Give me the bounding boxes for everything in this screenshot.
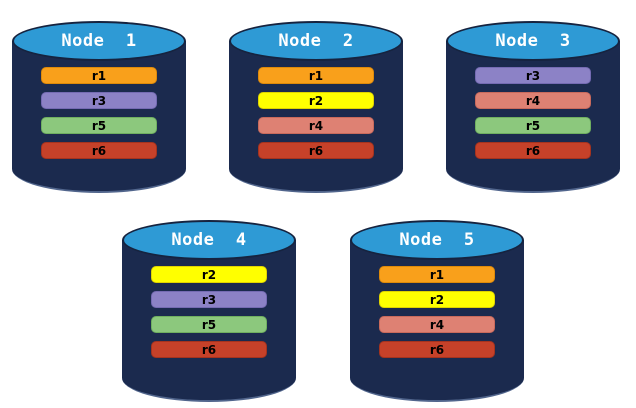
replica-label: r3 (201, 292, 217, 307)
replica-bar-r4: r4 (475, 92, 591, 109)
replica-bar-r4: r4 (258, 117, 374, 134)
node-title: Node 5 (399, 230, 475, 250)
replica-bar-r6: r6 (258, 142, 374, 159)
replica-label: r5 (525, 118, 541, 133)
replica-label: r6 (308, 143, 324, 158)
replica-label: r1 (308, 68, 324, 83)
replica-label: r4 (429, 317, 445, 332)
replica-label: r1 (91, 68, 107, 83)
replica-list: r3 r4 r5 r6 (475, 67, 591, 159)
node-title: Node 2 (278, 31, 354, 51)
replica-label: r5 (91, 118, 107, 133)
replica-bar-r5: r5 (41, 117, 157, 134)
replica-bar-r3: r3 (475, 67, 591, 84)
replica-label: r6 (91, 143, 107, 158)
replica-bar-r6: r6 (151, 341, 267, 358)
database-cylinder-top: Node 4 (122, 220, 296, 260)
replica-label: r1 (429, 267, 445, 282)
replica-bar-r2: r2 (258, 92, 374, 109)
database-node-5: Node 5 r1 r2 r4 r6 (350, 220, 524, 402)
replica-bar-r2: r2 (151, 266, 267, 283)
replica-bar-r4: r4 (379, 316, 495, 333)
database-cylinder-top: Node 3 (446, 21, 620, 61)
replica-bar-r1: r1 (379, 266, 495, 283)
replica-bar-r6: r6 (379, 341, 495, 358)
database-node-1: Node 1 r1 r3 r5 r6 (12, 21, 186, 193)
replica-list: r2 r3 r5 r6 (151, 266, 267, 358)
replica-bar-r5: r5 (475, 117, 591, 134)
replica-label: r3 (525, 68, 541, 83)
replica-bar-r2: r2 (379, 291, 495, 308)
replica-list: r1 r2 r4 r6 (379, 266, 495, 358)
database-node-2: Node 2 r1 r2 r4 r6 (229, 21, 403, 193)
replica-label: r4 (308, 118, 324, 133)
database-node-4: Node 4 r2 r3 r5 r6 (122, 220, 296, 402)
database-node-3: Node 3 r3 r4 r5 r6 (446, 21, 620, 193)
node-title: Node 4 (171, 230, 247, 250)
replica-label: r2 (308, 93, 324, 108)
replica-bar-r5: r5 (151, 316, 267, 333)
replica-bar-r1: r1 (258, 67, 374, 84)
node-row-bottom: Node 4 r2 r3 r5 r6 Node 5 r1 r2 r4 r6 (122, 220, 524, 402)
replica-label: r2 (201, 267, 217, 282)
node-title: Node 3 (495, 31, 571, 51)
node-title: Node 1 (61, 31, 137, 51)
replica-bar-r6: r6 (475, 142, 591, 159)
node-row-top: Node 1 r1 r3 r5 r6 Node 2 r1 r2 r4 r6 No… (12, 21, 620, 193)
replica-label: r3 (91, 93, 107, 108)
replica-list: r1 r2 r4 r6 (258, 67, 374, 159)
database-cylinder-top: Node 2 (229, 21, 403, 61)
replica-bar-r3: r3 (151, 291, 267, 308)
replica-label: r6 (525, 143, 541, 158)
replica-list: r1 r3 r5 r6 (41, 67, 157, 159)
replica-label: r4 (525, 93, 541, 108)
database-cylinder-top: Node 1 (12, 21, 186, 61)
replica-bar-r3: r3 (41, 92, 157, 109)
replica-bar-r1: r1 (41, 67, 157, 84)
replica-label: r2 (429, 292, 445, 307)
replica-label: r5 (201, 317, 217, 332)
replica-bar-r6: r6 (41, 142, 157, 159)
replica-label: r6 (429, 342, 445, 357)
database-cylinder-top: Node 5 (350, 220, 524, 260)
replica-label: r6 (201, 342, 217, 357)
